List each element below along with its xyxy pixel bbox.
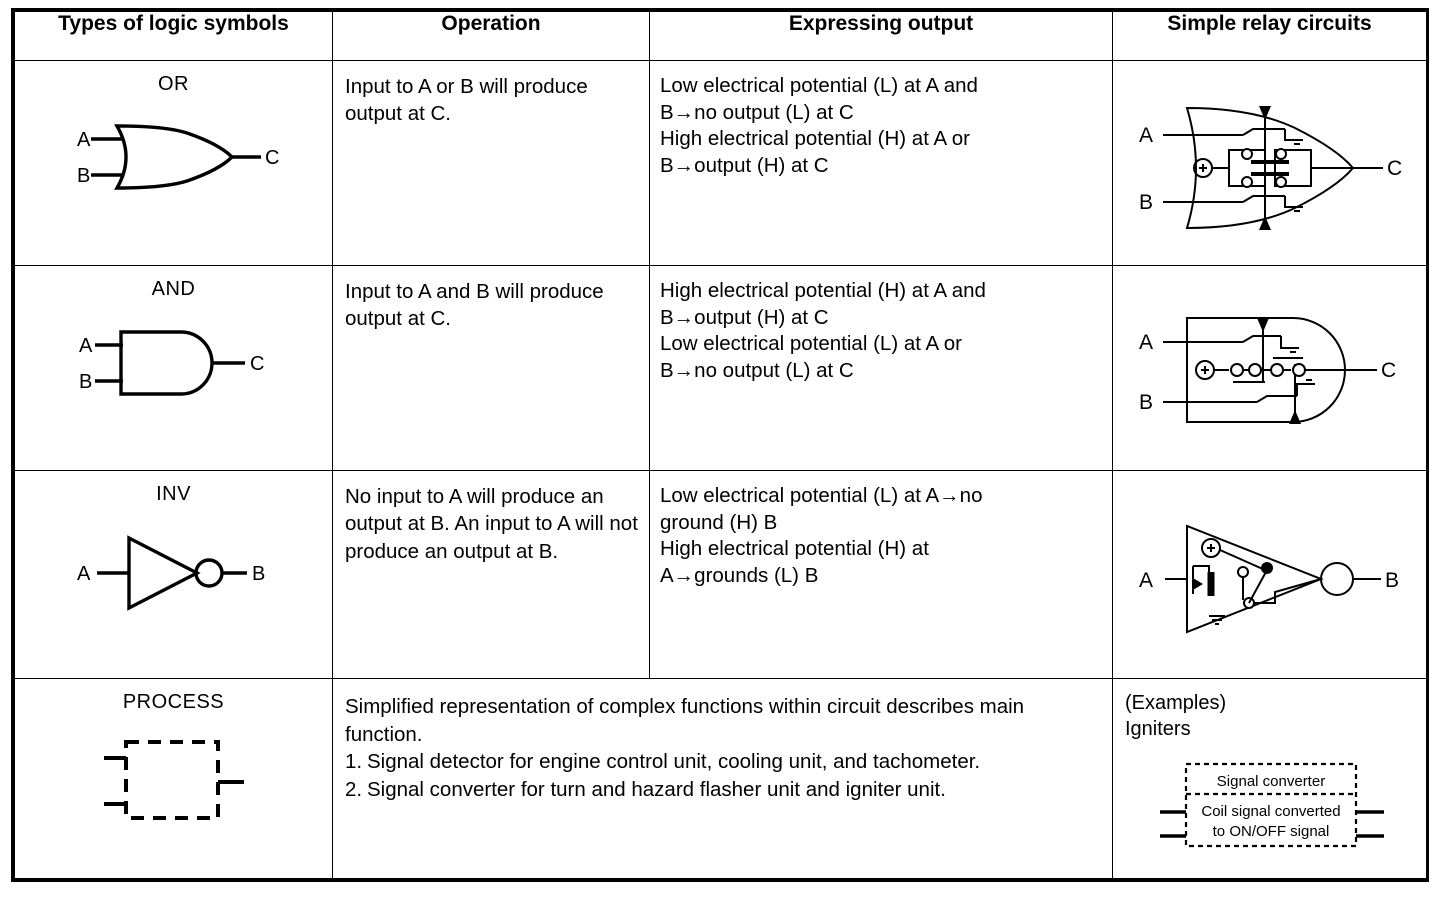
cell-output-or: Low electrical potential (L) at A and B→… (649, 60, 1113, 266)
cell-symbol-and: AND A B C (14, 265, 333, 471)
cell-operation-inv: No input to A will produce an output at … (332, 470, 650, 679)
or-relay-circuit-icon: A B C (1113, 61, 1426, 269)
examples-block: (Examples) Igniters (1113, 679, 1426, 862)
cell-operation-or: Input to A or B will produce output at C… (332, 60, 650, 266)
header-types-of-logic-symbols: Types of logic symbols (14, 11, 333, 61)
process-description: Simplified representation of complex fun… (333, 679, 1112, 812)
process-item-text: Signal converter for turn and hazard fla… (367, 778, 946, 802)
cell-output-and: High electrical potential (H) at A and B… (649, 265, 1113, 471)
output-line: B→no output (L) at C (660, 100, 854, 124)
and-relay-circuit-icon: A B C (1113, 266, 1426, 474)
operation-text-inv: No input to A will produce an output at … (345, 485, 638, 563)
cell-symbol-process: PROCESS (14, 678, 333, 879)
output-line: B→output (H) at C (660, 153, 829, 177)
symbol-label-and: AND (151, 278, 196, 300)
header-operation: Operation (332, 11, 650, 61)
operation-text-and: Input to A and B will produce output at … (345, 280, 604, 331)
process-intro-text: Simplified representation of complex fun… (345, 695, 1025, 746)
output-line: B→output (H) at C (660, 305, 829, 329)
table-header-row: Types of logic symbols Operation Express… (14, 11, 1427, 61)
table-row: INV A B (14, 470, 1427, 682)
svg-text:B: B (79, 371, 92, 393)
process-item-number: 1. (345, 750, 363, 774)
or-gate-symbol-icon: A B C (15, 96, 332, 212)
svg-text:Coil signal converted: Coil signal converted (1201, 803, 1340, 820)
output-text-or: Low electrical potential (L) at A and B→… (650, 61, 1112, 188)
examples-name: Igniters (1125, 717, 1191, 740)
inverter-relay-circuit-icon: A B (1113, 471, 1426, 682)
output-text-and: High electrical potential (H) at A and B… (650, 266, 1112, 393)
svg-text:C: C (1381, 359, 1396, 382)
operation-text-or: Input to A or B will produce output at C… (345, 75, 588, 126)
cell-operation-and: Input to A and B will produce output at … (332, 265, 650, 471)
cell-relay-inv: A B (1112, 470, 1427, 682)
header-simple-relay-circuits: Simple relay circuits (1112, 11, 1427, 61)
and-gate-symbol-icon: A B C (15, 301, 332, 417)
igniter-example-diagram: Signal converter Coil signal converted t… (1125, 756, 1416, 856)
svg-text:C: C (265, 147, 279, 169)
cell-relay-and: A B C (1112, 265, 1427, 474)
output-text-inv: Low electrical potential (L) at A→no gro… (650, 471, 1112, 598)
svg-text:B: B (1139, 191, 1153, 214)
cell-relay-or: A B C (1112, 60, 1427, 269)
inverter-gate-symbol-icon: A B (15, 506, 332, 632)
svg-text:B: B (77, 165, 90, 187)
output-line: ground (H) B (660, 510, 778, 534)
table-row: OR A B C (14, 60, 1427, 269)
svg-text:A: A (1139, 569, 1153, 592)
header-expressing-output: Expressing output (649, 11, 1113, 61)
output-line: High electrical potential (H) at A or (660, 127, 970, 151)
output-line: Low electrical potential (L) at A→no (660, 484, 983, 507)
output-line: A→grounds (L) B (660, 563, 819, 587)
cell-relay-process: (Examples) Igniters (1112, 678, 1427, 879)
output-line: High electrical potential (H) at A and (660, 279, 986, 302)
symbol-label-process: PROCESS (122, 691, 225, 713)
svg-text:A: A (77, 563, 91, 585)
cell-symbol-inv: INV A B (14, 470, 333, 679)
cell-symbol-or: OR A B C (14, 60, 333, 266)
svg-text:C: C (250, 353, 264, 375)
process-item-text: Signal detector for engine control unit,… (367, 750, 981, 774)
cell-operation-process: Simplified representation of complex fun… (332, 678, 1113, 879)
svg-text:to ON/OFF signal: to ON/OFF signal (1212, 823, 1329, 840)
process-list-item: 1. Signal detector for engine control un… (345, 748, 1102, 776)
table-row: PROCESS Simpl (14, 678, 1427, 879)
logic-symbols-table-sheet: Types of logic symbols Operation Express… (11, 8, 1429, 882)
svg-text:A: A (77, 129, 91, 151)
example-box-title: Signal converter (1216, 773, 1324, 790)
svg-text:A: A (1139, 331, 1153, 354)
symbol-label-or: OR (158, 73, 189, 95)
process-block-symbol-icon (15, 714, 332, 840)
svg-text:A: A (79, 335, 93, 357)
output-line: B→no output (L) at C (660, 358, 854, 382)
output-line: Low electrical potential (L) at A and (660, 74, 978, 97)
output-line: High electrical potential (H) at (660, 537, 929, 561)
svg-text:B: B (1385, 569, 1399, 592)
symbol-label-inv: INV (156, 483, 191, 505)
svg-text:C: C (1387, 157, 1402, 180)
table-row: AND A B C (14, 265, 1427, 474)
svg-text:B: B (1139, 391, 1153, 414)
cell-output-inv: Low electrical potential (L) at A→no gro… (649, 470, 1113, 679)
output-line: Low electrical potential (L) at A or (660, 332, 962, 356)
svg-text:B: B (252, 563, 265, 585)
process-list-item: 2. Signal converter for turn and hazard … (345, 776, 1102, 804)
logic-symbols-table: Types of logic symbols Operation Express… (14, 11, 1427, 879)
examples-label: (Examples) (1125, 692, 1227, 714)
svg-text:A: A (1139, 124, 1153, 147)
process-item-number: 2. (345, 778, 363, 802)
